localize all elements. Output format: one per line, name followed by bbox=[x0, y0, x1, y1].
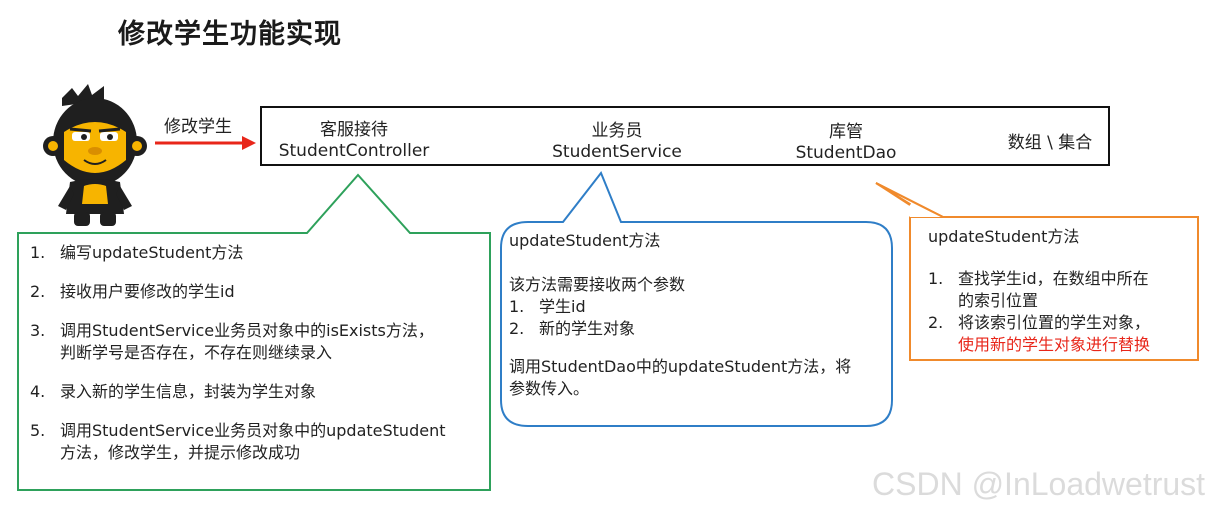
service-note-intro: 该方法需要接收两个参数 bbox=[509, 275, 686, 294]
role-class: StudentService bbox=[552, 142, 682, 162]
dao-item-number: 2. bbox=[928, 313, 944, 332]
param-text: 学生id bbox=[539, 297, 586, 316]
step-number: 4. bbox=[30, 382, 46, 401]
mascot-icon bbox=[43, 84, 147, 226]
dao-item: 1. 查找学生id，在数组中所在 的索引位置 bbox=[928, 268, 1190, 312]
architecture-box bbox=[260, 106, 1110, 166]
step-number: 2. bbox=[30, 282, 46, 301]
role-name: 客服接待 bbox=[320, 120, 388, 140]
step-text: 编写updateStudent方法 bbox=[60, 243, 244, 262]
service-call-line: 调用StudentDao中的updateStudent方法，将 bbox=[509, 357, 852, 376]
step-item: 3. 调用StudentService业务员对象中的isExists方法， 判断学… bbox=[30, 320, 480, 364]
dao-note-title: updateStudent方法 bbox=[928, 227, 1080, 246]
step-number: 1. bbox=[30, 243, 46, 262]
param-item: 1. 学生id bbox=[509, 296, 889, 318]
page-title: 修改学生功能实现 bbox=[118, 19, 342, 50]
step-item: 1. 编写updateStudent方法 bbox=[30, 242, 480, 264]
role-name: 数组 \ 集合 bbox=[1007, 133, 1093, 153]
step-text: 调用StudentService业务员对象中的isExists方法， bbox=[60, 321, 434, 340]
param-number: 2. bbox=[509, 319, 525, 338]
dao-item: 2. 将该索引位置的学生对象， 使用新的学生对象进行替换 bbox=[928, 312, 1190, 356]
step-text: 录入新的学生信息，封装为学生对象 bbox=[60, 382, 317, 401]
role-controller: 客服接待 StudentController bbox=[264, 120, 444, 162]
role-service: 业务员 StudentService bbox=[527, 121, 707, 163]
dao-item-text: 将该索引位置的学生对象， bbox=[958, 313, 1151, 332]
role-name: 库管 bbox=[829, 122, 863, 142]
param-item: 2. 新的学生对象 bbox=[509, 318, 889, 340]
service-callout-shape bbox=[500, 171, 893, 427]
step-item: 5. 调用StudentService业务员对象中的updateStudent 方… bbox=[30, 420, 480, 464]
role-dao: 库管 StudentDao bbox=[756, 122, 936, 164]
dao-item-text: 查找学生id，在数组中所在 bbox=[958, 269, 1149, 288]
watermark: CSDN @InLoadwetrust bbox=[872, 466, 1206, 502]
step-text: 调用StudentService业务员对象中的updateStudent bbox=[60, 421, 446, 440]
step-number: 3. bbox=[30, 321, 46, 340]
step-item: 4. 录入新的学生信息，封装为学生对象 bbox=[30, 381, 480, 403]
step-item: 2. 接收用户要修改的学生id bbox=[30, 281, 480, 303]
dao-item-number: 1. bbox=[928, 269, 944, 288]
service-note: updateStudent方法 该方法需要接收两个参数 1. 学生id 2. 新的学… bbox=[509, 230, 889, 400]
dao-note: updateStudent方法 1. 查找学生id，在数组中所在 的索引位置 2.… bbox=[928, 226, 1190, 356]
controller-steps: 1. 编写updateStudent方法 2. 接收用户要修改的学生id 3. 调用S… bbox=[30, 242, 480, 481]
role-class: StudentDao bbox=[795, 143, 897, 163]
step-text: 接收用户要修改的学生id bbox=[60, 282, 235, 301]
service-call-line: 参数传入。 bbox=[509, 379, 590, 398]
controller-callout-shape bbox=[17, 173, 491, 491]
request-arrow bbox=[155, 136, 256, 150]
service-note-title: updateStudent方法 bbox=[509, 231, 661, 250]
step-text-continued: 判断学号是否存在，不存在则继续录入 bbox=[60, 343, 333, 362]
arrow-label: 修改学生 bbox=[164, 117, 232, 137]
param-number: 1. bbox=[509, 297, 525, 316]
step-number: 5. bbox=[30, 421, 46, 440]
dao-item-highlight: 使用新的学生对象进行替换 bbox=[958, 335, 1151, 354]
step-text-continued: 方法，修改学生，并提示修改成功 bbox=[60, 443, 301, 462]
role-class: StudentController bbox=[278, 141, 430, 161]
param-text: 新的学生对象 bbox=[539, 319, 636, 338]
role-storage: 数组 \ 集合 bbox=[990, 133, 1110, 154]
role-name: 业务员 bbox=[591, 121, 643, 141]
dao-item-text-continued: 的索引位置 bbox=[958, 291, 1039, 310]
